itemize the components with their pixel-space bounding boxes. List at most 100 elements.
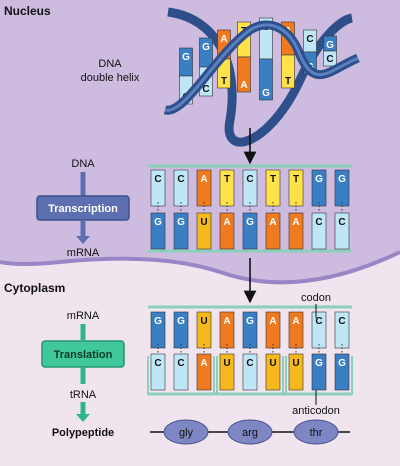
amino-acid-arg: arg [227,419,273,445]
mrna-nucleotide-letter: A [223,217,230,228]
anticodon-label: anticodon [292,405,340,417]
trna-anticodon-nucleotide-letter: G [338,358,346,369]
mrna-codon-nucleotide: G [173,311,189,349]
dna-nucleotide-letter: A [200,174,207,185]
mrna-nucleotide: U [196,212,212,250]
trna-anticodon-nucleotide: C [150,353,166,391]
mrna-codon-nucleotide: A [265,311,281,349]
helix-base-letter: G [202,42,210,53]
dna-nucleotide: C [150,169,166,207]
polypeptide-arrow-head [76,414,90,422]
mrna-codon-nucleotide: C [311,311,327,349]
mrna-nucleotide: G [242,212,258,250]
dna-label: DNA [71,158,95,170]
trna-anticodon-nucleotide: G [311,353,327,391]
dna-nucleotide: A [196,169,212,207]
helix-base-letter: T [285,76,291,87]
helix-base-letter: A [220,34,227,45]
amino-acid-label: thr [310,427,323,439]
mrna-nucleotide-letter: C [338,217,345,228]
trna-anticodon-nucleotide-letter: C [246,358,253,369]
mrna-nucleotide-letter: G [177,217,185,228]
translation-label: Translation [54,349,113,361]
dna-helix-label-line1: DNA [98,58,122,70]
trna-anticodon-nucleotide-letter: U [223,358,230,369]
mrna-codon-nucleotide-letter: G [246,316,254,327]
dna-nucleotide: T [219,169,235,207]
nuclear-envelope [0,250,400,285]
helix-base-letter: G [182,52,190,63]
mrna-nucleotide-letter: G [246,217,254,228]
dna-nucleotide-letter: G [315,174,323,185]
dna-nucleotide-letter: T [293,174,299,185]
mrna-nucleotide-letter: A [269,217,276,228]
dna-nucleotide-letter: T [224,174,230,185]
mrna-nucleotide-letter: C [315,217,322,228]
helix-base-letter: C [306,34,313,45]
amino-acid-gly: gly [163,419,209,445]
trna-anticodon-nucleotide: U [288,353,304,391]
nucleus-label: Nucleus [4,4,51,18]
mrna-codon-nucleotide-letter: C [338,316,345,327]
dna-nucleotide-letter: T [270,174,276,185]
dna-nucleotide-letter: C [246,174,253,185]
trna-anticodon-nucleotide-letter: C [177,358,184,369]
mrna-codon-nucleotide-letter: A [292,316,299,327]
mrna-nucleotide: A [265,212,281,250]
helix-base-letter: C [326,54,333,65]
dna-nucleotide: C [242,169,258,207]
dna-nucleotide: T [288,169,304,207]
mrna-label-left: mRNA [67,310,100,322]
mrna-codon-nucleotide-letter: G [154,316,162,327]
trna-anticodon-nucleotide-letter: U [269,358,276,369]
mrna-codon-nucleotide: C [334,311,350,349]
mrna-codon-nucleotide: A [288,311,304,349]
helix-base-letter: G [326,40,334,51]
mrna-nucleotide: A [288,212,304,250]
dna-nucleotide: G [311,169,327,207]
mrna-codon-nucleotide: G [242,311,258,349]
cytoplasm-label: Cytoplasm [4,281,65,295]
mrna-nucleotide-letter: G [154,217,162,228]
mrna-nucleotide: G [173,212,189,250]
trna-anticodon-nucleotide-letter: U [292,358,299,369]
mrna-label-top: mRNA [67,247,100,259]
helix-base-letter: T [221,76,227,87]
trna-anticodon-nucleotide: C [173,353,189,391]
mrna-nucleotide-letter: U [200,217,207,228]
mrna-nucleotide-letter: A [292,217,299,228]
dna-nucleotide: T [265,169,281,207]
mrna-nucleotide: C [334,212,350,250]
trna-anticodon-nucleotide-letter: A [200,358,207,369]
trna-anticodon-nucleotide: U [219,353,235,391]
mrna-codon-nucleotide-letter: U [200,316,207,327]
codon-label: codon [301,292,331,304]
mrna-nucleotide: C [311,212,327,250]
dna-helix-label-line2: double helix [81,72,140,84]
trna-anticodon-nucleotide: U [265,353,281,391]
mrna-codon-nucleotide-letter: G [177,316,185,327]
polypeptide-chain: gly arg thr [150,419,350,445]
helix-base-letter: A [240,80,247,91]
amino-acid-label: gly [179,427,194,439]
mrna-nucleotide: G [150,212,166,250]
mrna-codon-nucleotide: A [219,311,235,349]
dna-nucleotide: C [173,169,189,207]
helix-base-pair: GC [323,35,337,67]
mrna-codon-nucleotide-letter: A [223,316,230,327]
amino-acid-thr: thr [293,419,339,445]
mrna-codon-nucleotide-letter: C [315,316,322,327]
trna-anticodon-nucleotide: G [334,353,350,391]
dna-nucleotide-letter: G [338,174,346,185]
mrna-codon-nucleotide-letter: A [269,316,276,327]
transcription-label: Transcription [48,203,118,215]
amino-acid-label: arg [242,427,258,439]
